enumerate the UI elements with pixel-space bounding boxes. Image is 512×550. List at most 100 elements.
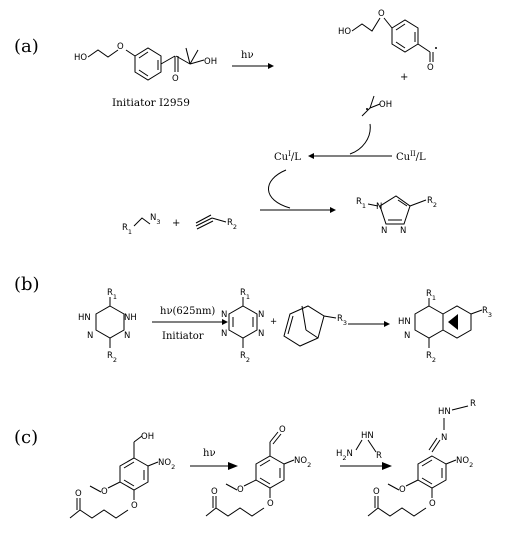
- norbornene-r3-bond: [323, 315, 337, 319]
- panel-a-hv-arrowhead: [268, 63, 274, 69]
- radical-dot: [435, 47, 437, 49]
- ketyl-me1: [369, 95, 375, 109]
- alkyne-r2: R2: [227, 218, 237, 231]
- tetrazine-r1: R1: [240, 288, 250, 301]
- norbornene-bridge1: [301, 305, 307, 331]
- ketyl-oh: OH: [379, 100, 392, 110]
- panel-a-plus2: +: [172, 218, 180, 229]
- nbald-linker-chain: [215, 507, 265, 517]
- alkyne-triple1: [195, 217, 213, 227]
- hydrazine-nh: HN: [361, 431, 374, 441]
- nba-linker-chain: [79, 509, 129, 519]
- nba-oh-bond: [133, 435, 143, 443]
- hydrazine-structure: H2N HN R: [336, 431, 382, 462]
- hydrazine-nr: [367, 439, 377, 453]
- panel-a-hv: hν: [241, 50, 254, 61]
- triazole-r1: R1: [356, 197, 366, 210]
- alkyne-chain: [211, 217, 227, 223]
- azide-structure: R1 N3: [122, 213, 161, 236]
- alkyne-triple2: [195, 214, 212, 224]
- norbornene-r3: R3: [337, 314, 347, 327]
- tz-n4: N: [258, 329, 264, 339]
- panel-b-hv: hν(625nm): [160, 306, 215, 317]
- hydrazone-n: N: [441, 433, 447, 443]
- i2959-me2: [189, 49, 199, 65]
- i2959-oh: OH: [204, 57, 217, 67]
- nitrobenzaldehyde-structure: O NO2 O O O: [205, 425, 311, 517]
- panel-b-plus: +: [270, 317, 277, 327]
- i2959-me1: [185, 47, 191, 65]
- panel-c-arrowhead2: [382, 462, 392, 470]
- panel-c-label: (c): [14, 427, 38, 448]
- nbald-db3: [259, 477, 271, 485]
- nba-no2-bond: [147, 461, 159, 467]
- panel-b-label: (b): [14, 274, 40, 295]
- nba-linker-o: O: [131, 501, 138, 511]
- adduct-r2: R2: [426, 351, 436, 364]
- radical-co-bond: [417, 43, 431, 53]
- dihydrotetrazine-structure: R1 HN NH N N R2: [78, 288, 137, 364]
- radical-reduction-curve: [349, 123, 371, 155]
- panel-a-plus: +: [400, 72, 408, 83]
- triazole-r1-bond: [367, 203, 379, 207]
- triazole-db1: [397, 199, 408, 207]
- adduct-r1: R1: [426, 289, 436, 302]
- radical-o-bond: [383, 17, 393, 29]
- dht-hn: HN: [78, 313, 91, 323]
- nba-oh: OH: [141, 432, 154, 442]
- tz-n3: N: [221, 329, 227, 339]
- triazole-structure: R1 N N N R2: [356, 195, 437, 236]
- i2959-ho: HO: [74, 53, 87, 63]
- radical-benzene-ring: [391, 19, 419, 53]
- norbornene-db: [287, 315, 294, 335]
- hydrazone-db1: [421, 459, 433, 467]
- i2959-benzene-ring: [134, 47, 162, 81]
- dihydrotetrazine-r1: R1: [107, 288, 117, 301]
- hydrazone-ome-bond: [405, 479, 419, 487]
- hydrazone-structure: HN R N NO2 O O O: [367, 399, 476, 517]
- i2959-oh-bond: [189, 59, 205, 65]
- cu-reduction-arrowhead: [308, 153, 314, 159]
- i2959-o-bond: [125, 49, 136, 57]
- ketyl-me2: [361, 107, 371, 117]
- dht-n-right: N: [124, 331, 130, 341]
- triazole-n3: N: [400, 226, 406, 236]
- radical-ring-db1: [395, 23, 406, 31]
- nbald-no2: NO2: [294, 456, 311, 469]
- nbald-co2: [272, 433, 282, 445]
- initiator-caption: Initiator I2959: [112, 97, 190, 109]
- nba-ome-bond: [107, 481, 121, 489]
- hydrazone-cn: [431, 439, 441, 453]
- panel-b-arrowhead: [222, 319, 228, 325]
- ketyl-dot: [366, 108, 368, 110]
- hydrazone-no2-bond: [445, 459, 457, 465]
- cu-catalyst-curve: [268, 169, 291, 209]
- adduct-hn: HN: [398, 317, 411, 327]
- cu1-label: CuI/L: [274, 150, 301, 163]
- hydrazone-ome-me: [387, 483, 400, 491]
- panel-a-label: (a): [14, 36, 39, 57]
- nba-ketone-me: [69, 509, 81, 519]
- benzoyl-radical-structure: HO O O: [338, 9, 437, 73]
- nba-db1: [123, 461, 135, 469]
- dht-nh: NH: [124, 313, 137, 323]
- nitrobenzyl-alcohol-structure: OH NO2 O O O: [69, 432, 175, 519]
- adduct-r3-bond: [470, 309, 483, 315]
- nba-ketone-o: O: [75, 489, 82, 499]
- hydrazone-hn: HN: [438, 407, 451, 417]
- i2959-ring-db1: [138, 51, 149, 59]
- ketyl-oh-bond: [369, 103, 381, 109]
- radical-carbonyl-o: O: [427, 63, 434, 73]
- azide-n3: N3: [150, 213, 161, 226]
- i2959-o: O: [117, 42, 124, 52]
- nbald-ome-me: [225, 483, 238, 491]
- hydrazone-ketone-me: [367, 507, 379, 517]
- nbald-o: O: [279, 425, 286, 435]
- tetrazine-structure: R1 N N N N R2: [221, 288, 264, 364]
- radical-chain: [351, 17, 381, 32]
- diels-alder-adduct-structure: R1 HN N R2 R3: [398, 289, 492, 364]
- nbald-ome-bond: [243, 479, 257, 487]
- hydrazone-r: R: [470, 399, 476, 409]
- i2959-chain: [87, 49, 119, 58]
- dihydrotetrazine-ring: [95, 305, 125, 339]
